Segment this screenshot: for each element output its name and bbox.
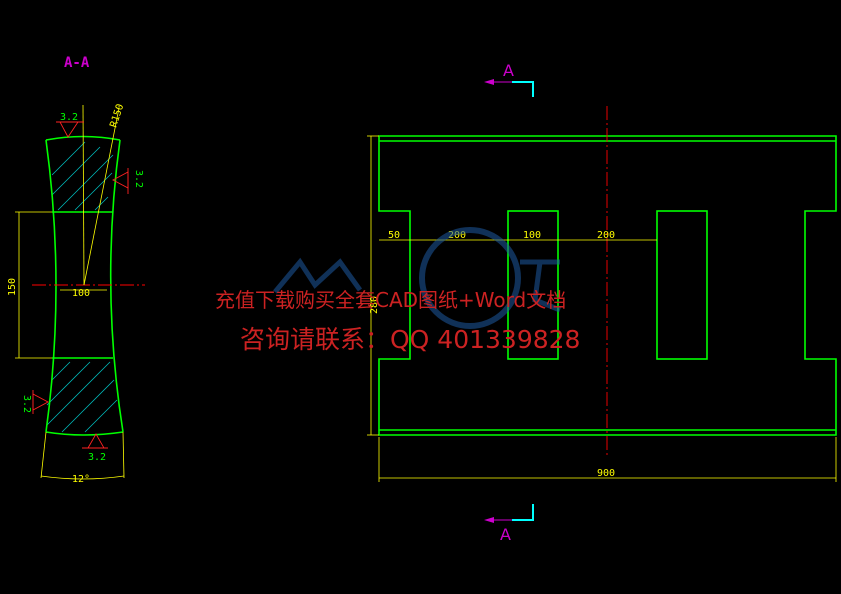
front-dimensions xyxy=(367,135,837,482)
dim-200-left: 200 xyxy=(448,230,466,241)
radius-label: R150 xyxy=(108,103,126,129)
section-letter-top: A xyxy=(503,61,514,80)
section-view: A-A xyxy=(7,55,145,485)
dim-50: 50 xyxy=(388,230,400,241)
front-view: A A xyxy=(367,61,837,544)
section-letter-bottom: A xyxy=(500,525,511,544)
finish-mark-bottom: 3.2 xyxy=(88,452,106,463)
section-dimensions xyxy=(15,104,125,480)
finish-mark-top: 3.2 xyxy=(60,112,78,123)
watermark-line-1: 充值下载购买全套CAD图纸+Word文档 xyxy=(215,288,567,312)
watermark-line-2: 咨询请联系：QQ 401339828 xyxy=(240,325,581,354)
dim-200-right: 200 xyxy=(597,230,615,241)
section-arrow-bottom xyxy=(484,504,534,523)
dim-100: 100 xyxy=(523,230,541,241)
section-arrow-top xyxy=(484,79,534,97)
front-height-label: 280 xyxy=(369,296,380,314)
section-outline xyxy=(45,135,124,436)
section-height-label: 150 xyxy=(7,278,18,296)
total-width-label: 900 xyxy=(597,468,615,479)
section-title: A-A xyxy=(64,55,90,71)
finish-mark-right: 3.2 xyxy=(133,170,144,188)
watermark-logo xyxy=(273,227,561,329)
finish-mark-left: 3.2 xyxy=(21,395,32,413)
section-width-label: 100 xyxy=(72,288,90,299)
front-outline xyxy=(378,135,837,436)
finish-symbols xyxy=(32,121,129,449)
angle-label: 12° xyxy=(72,474,90,485)
section-hatching xyxy=(46,141,118,433)
